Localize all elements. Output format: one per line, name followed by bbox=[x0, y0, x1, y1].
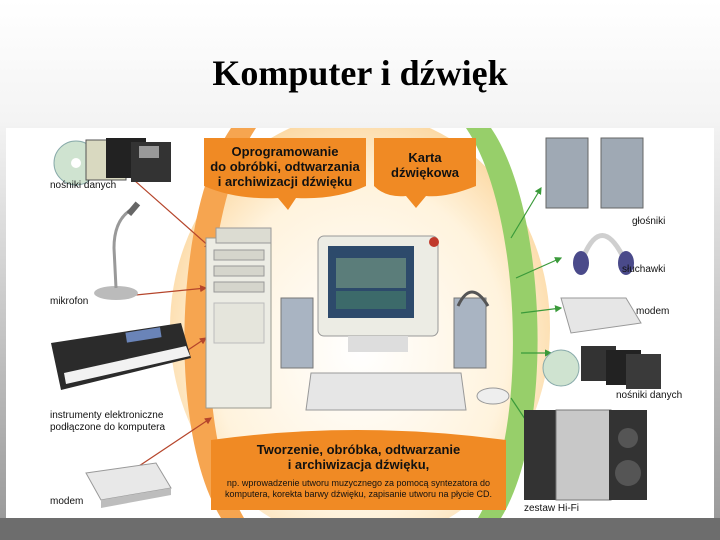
computer-sound-diagram: Oprogramowanie do obróbki, odtwarzania i… bbox=[6, 128, 714, 518]
label-speakers: głośniki bbox=[632, 216, 665, 228]
software-label: Oprogramowanie do obróbki, odtwarzania i… bbox=[204, 144, 366, 189]
bottom-banner-title: Tworzenie, obróbka, odtwarzanie i archiw… bbox=[211, 442, 506, 472]
monitor-graphic bbox=[318, 236, 439, 352]
label-instruments: instrumenty elektroniczne podłączone do … bbox=[50, 410, 165, 434]
label-modem-in: modem bbox=[50, 496, 83, 508]
microphone-graphic bbox=[94, 201, 140, 300]
storage-media-right bbox=[543, 346, 661, 389]
label-headphones: słuchawki bbox=[622, 264, 665, 276]
storage-media-left bbox=[54, 138, 171, 185]
pc-tower-graphic bbox=[206, 228, 271, 408]
label-hifi: zestaw Hi-Fi bbox=[524, 503, 579, 515]
hifi-graphic bbox=[524, 410, 647, 500]
keyboard-instrument-graphic bbox=[51, 323, 191, 390]
label-microphone: mikrofon bbox=[50, 296, 88, 308]
arrow-storage bbox=[126, 173, 211, 248]
label-storage-out: nośniki danych bbox=[616, 390, 682, 402]
soundcard-label: Karta dźwiękowa bbox=[374, 150, 476, 180]
modem-right-graphic bbox=[561, 298, 641, 333]
label-storage-in: nośniki danych bbox=[50, 180, 116, 192]
slide-bottom-bar bbox=[0, 518, 720, 540]
label-modem-out: modem bbox=[636, 306, 669, 318]
modem-left-graphic bbox=[86, 463, 171, 508]
slide-title: Komputer i dźwięk bbox=[0, 52, 720, 94]
speakers-right-graphic bbox=[546, 138, 643, 208]
bottom-banner-description: np. wprowadzenie utworu muzycznego za po… bbox=[211, 478, 506, 500]
